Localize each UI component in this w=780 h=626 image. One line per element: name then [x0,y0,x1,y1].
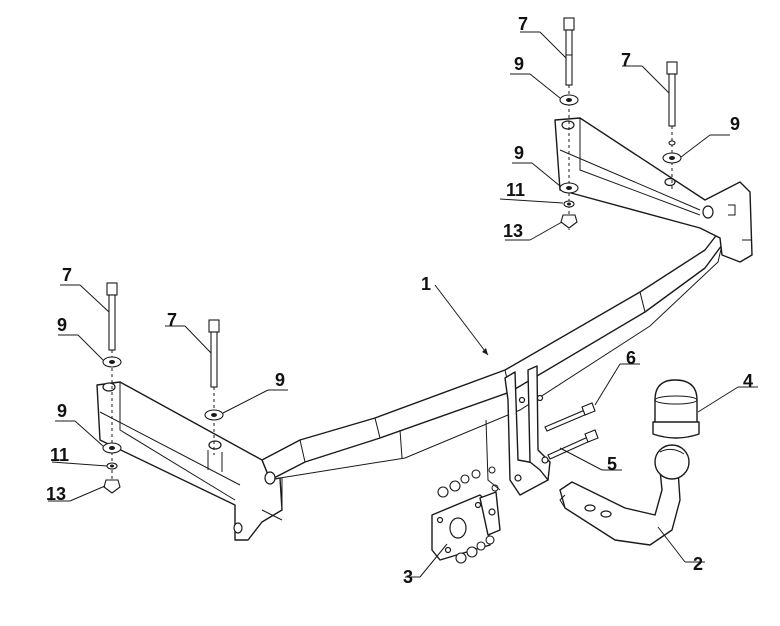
callout-7-top-a: 7 [518,14,528,34]
socket-plate-part-3 [431,491,501,561]
callout-9-left-c: 9 [57,401,67,421]
callout-9-left-a: 9 [57,315,67,335]
center-bracket [485,365,551,496]
callout-9-top-b: 9 [730,114,740,134]
callout-7-left-a: 7 [62,265,72,285]
callout-7-left-b: 7 [167,310,177,330]
callout-13-top: 13 [503,221,523,241]
ball-cover-part-4 [652,379,700,439]
callout-6: 6 [626,348,636,368]
bolt-7-top-right-b [666,61,678,190]
washers-and-nuts [102,94,682,494]
callout-9-top-c: 9 [514,143,524,163]
tow-ball-arm-part-2 [559,444,690,546]
callout-4: 4 [743,371,753,391]
bolt-part-6 [544,402,596,432]
callout-1: 1 [421,274,431,294]
callout-2: 2 [693,554,703,574]
callout-9-top-a: 9 [514,54,524,74]
bolt-part-5 [547,429,599,460]
callout-11-left: 11 [50,445,69,465]
bolt-7-left-b [208,319,220,455]
left-side-rail [96,381,283,541]
callout-7-top-b: 7 [621,50,631,70]
right-side-rail [554,117,753,263]
callout-11-top: 11 [506,180,525,200]
crossbar-part-1 [261,227,723,505]
callout-5: 5 [607,454,617,474]
callout-9-left-b: 9 [275,370,285,390]
socket-hardware-nuts [437,469,495,564]
callout-3: 3 [403,567,413,587]
callout-13-left: 13 [46,484,66,504]
leader-lines [48,31,758,578]
